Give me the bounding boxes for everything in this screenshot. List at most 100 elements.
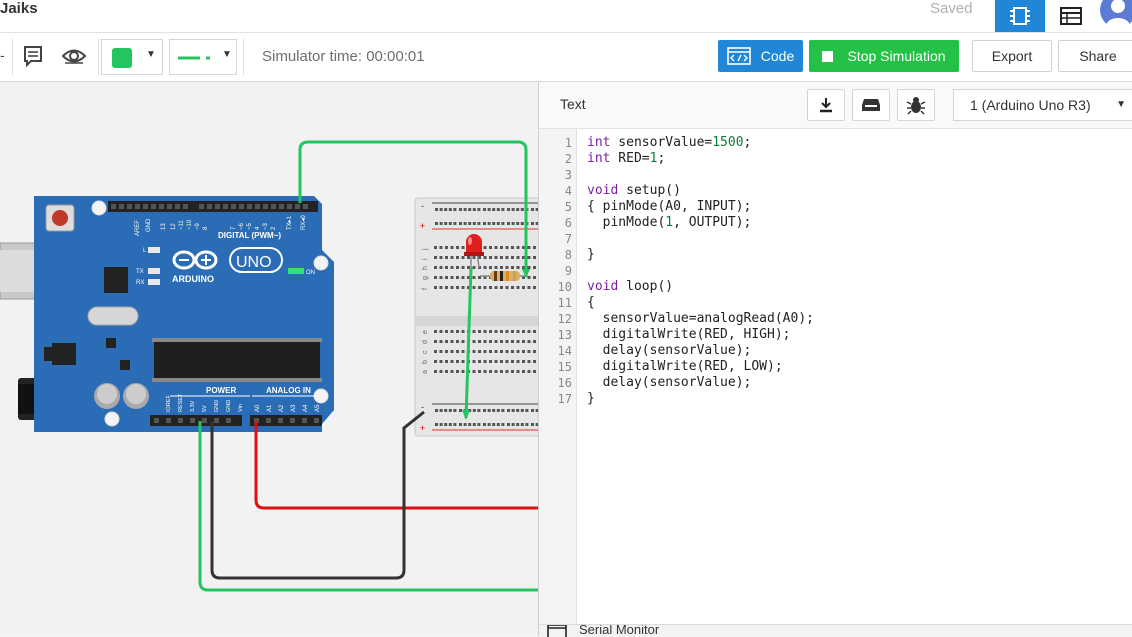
line-number: 9 <box>564 264 572 278</box>
wire-color-picker[interactable]: ▼ <box>101 39 163 75</box>
code-mode-label[interactable]: Text <box>560 96 586 112</box>
wire-black[interactable] <box>210 410 425 580</box>
stop-simulation-button[interactable]: Stop Simulation <box>809 40 959 72</box>
digital-pin-label: ~6 <box>239 222 245 230</box>
serial-monitor-bar[interactable]: Serial Monitor <box>539 624 1132 637</box>
code-panel: Text 1 (Ardu <box>538 82 1132 637</box>
aref-label: AREF <box>135 220 141 236</box>
wire-green-digital[interactable] <box>298 140 528 277</box>
code-line[interactable]: } <box>587 247 595 263</box>
download-icon <box>820 98 832 113</box>
project-title[interactable]: Jaiks <box>0 0 38 17</box>
code-line[interactable]: digitalWrite(RED, HIGH); <box>587 327 791 343</box>
rail-plus-label: + <box>420 221 425 231</box>
notes-icon <box>24 46 42 68</box>
on-label: ON <box>306 270 315 276</box>
code-line[interactable]: pinMode(1, OUTPUT); <box>587 215 752 231</box>
code-keyword: int <box>587 151 611 166</box>
libraries-button[interactable] <box>852 89 890 121</box>
analog-label: ANALOG IN <box>266 386 311 395</box>
line-number: 16 <box>557 376 572 390</box>
arduino-board[interactable] <box>34 196 334 432</box>
share-button[interactable]: Share <box>1058 40 1132 72</box>
voltage-regulator <box>52 343 76 365</box>
wire-red[interactable] <box>254 421 538 510</box>
code-window-icon <box>726 47 751 65</box>
power-pin-label: GND <box>214 400 220 412</box>
code-line[interactable]: { <box>587 295 595 311</box>
toolbar-divider <box>243 39 244 75</box>
code-line[interactable]: delay(sensorValue); <box>587 343 752 359</box>
chevron-down-icon: ▼ <box>146 49 156 60</box>
code-line[interactable]: digitalWrite(RED, LOW); <box>587 359 783 375</box>
edge-chevron-icon[interactable]: - <box>0 47 5 63</box>
code-line[interactable]: void setup() <box>587 183 681 199</box>
usb-chip <box>104 267 128 293</box>
line-number: 6 <box>564 216 572 230</box>
notes-button[interactable] <box>22 45 46 69</box>
rx-led-label: RX <box>136 280 144 286</box>
wire-style-picker[interactable]: ▼ <box>169 39 237 75</box>
serial-monitor-label: Serial Monitor <box>579 624 660 637</box>
code-button[interactable]: Code <box>718 40 803 72</box>
saved-status: Saved <box>930 0 973 17</box>
digital-pin-label: ~3 <box>263 222 269 230</box>
line-number: 7 <box>564 232 572 246</box>
wire-green-led[interactable] <box>464 267 473 419</box>
code-token: digitalWrite(RED, LOW); <box>587 359 783 374</box>
code-token: loop() <box>618 279 674 294</box>
code-line[interactable]: void loop() <box>587 279 673 295</box>
debugger-button[interactable] <box>897 89 935 121</box>
toolbar-divider <box>12 39 13 75</box>
line-number: 11 <box>557 296 572 310</box>
rail-plus-label: + <box>420 423 425 433</box>
code-line[interactable]: } <box>587 391 595 407</box>
user-avatar[interactable] <box>1098 0 1132 32</box>
code-line[interactable]: int RED=1; <box>587 151 665 167</box>
power-pin-label: RESET <box>178 393 184 412</box>
code-line[interactable]: { pinMode(A0, INPUT); <box>587 199 751 215</box>
resistor[interactable] <box>480 271 526 281</box>
wire-green-ground[interactable] <box>198 421 538 592</box>
analog-pin-label: A1 <box>267 404 273 412</box>
line-number: 10 <box>557 280 572 294</box>
code-token: { <box>587 295 595 310</box>
power-pin-label: 3.3V <box>190 400 196 412</box>
tx-led-label: TX <box>136 269 144 275</box>
code-line[interactable]: delay(sensorValue); <box>587 375 752 391</box>
breadboard-row-label: d <box>422 340 429 344</box>
code-token: RED= <box>610 151 650 166</box>
line-number: 17 <box>557 392 572 406</box>
circuit-view-button[interactable] <box>995 0 1045 32</box>
code-token: ; <box>743 135 752 150</box>
code-keyword: void <box>587 279 619 294</box>
device-select[interactable]: 1 (Arduino Uno R3) ▼ <box>953 89 1132 121</box>
power-pin-label: GND <box>226 400 232 412</box>
eye-icon <box>61 49 87 64</box>
export-button[interactable]: Export <box>972 40 1052 72</box>
breadboard-row-label: g <box>422 276 429 280</box>
download-button[interactable] <box>807 89 845 121</box>
code-line[interactable]: int sensorValue=1500; <box>587 135 751 151</box>
line-number: 1 <box>564 136 572 150</box>
breadboard-row-label: i <box>422 258 429 260</box>
digital-pin-label: 4 <box>255 226 261 230</box>
code-line[interactable]: sensorValue=analogRead(A0); <box>587 311 814 327</box>
component-list-button[interactable] <box>1048 0 1093 32</box>
line-number: 4 <box>564 184 572 198</box>
mounting-hole <box>104 411 120 427</box>
red-led[interactable] <box>464 234 484 269</box>
code-number: 1 <box>649 151 658 166</box>
code-token: ; <box>657 151 666 166</box>
visibility-button[interactable] <box>61 45 87 69</box>
power-header <box>150 415 242 426</box>
analog-pin-label: A5 <box>315 404 321 412</box>
code-token: setup() <box>618 183 681 198</box>
